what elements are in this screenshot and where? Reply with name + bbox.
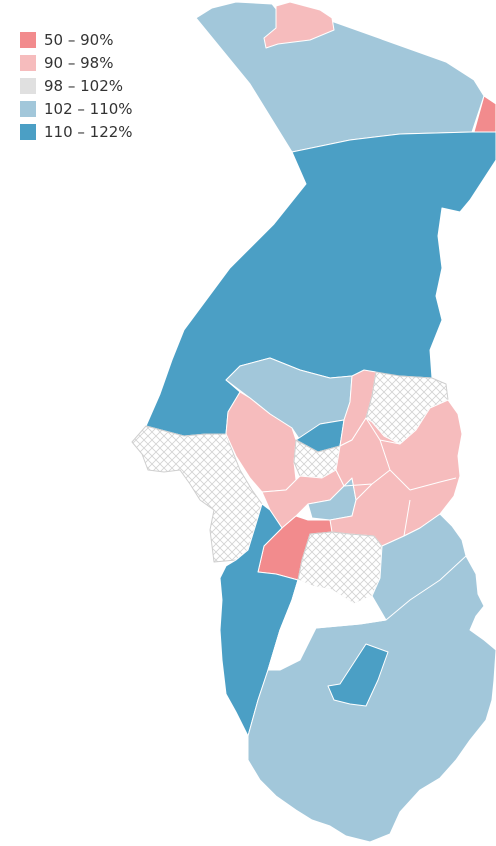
region-south-gap[interactable] (267, 579, 387, 671)
legend-item: 98 – 102% (20, 74, 133, 97)
region-north-small[interactable] (263, 1, 335, 49)
legend-item: 110 – 122% (20, 120, 133, 143)
region-south-small[interactable] (327, 643, 389, 707)
region-west-nodata[interactable] (131, 425, 263, 563)
legend-swatch (20, 77, 36, 94)
legend-label: 110 – 122% (44, 122, 133, 141)
region-northeast-tip[interactable] (473, 95, 496, 133)
legend-item: 102 – 110% (20, 97, 133, 120)
legend-item: 50 – 90% (20, 28, 133, 51)
legend-label: 98 – 102% (44, 76, 124, 95)
legend-label: 90 – 98% (44, 53, 114, 72)
legend-swatch (20, 31, 36, 48)
legend-swatch (20, 54, 36, 71)
legend-label: 50 – 90% (44, 30, 114, 49)
legend-label: 102 – 110% (44, 99, 133, 118)
east-pink-borders (343, 417, 457, 537)
legend-swatch (20, 100, 36, 117)
legend: 50 – 90% 90 – 98% 98 – 102% 102 – 110% 1… (20, 28, 133, 143)
legend-item: 90 – 98% (20, 51, 133, 74)
region-north[interactable] (195, 1, 485, 153)
legend-swatch (20, 123, 36, 140)
